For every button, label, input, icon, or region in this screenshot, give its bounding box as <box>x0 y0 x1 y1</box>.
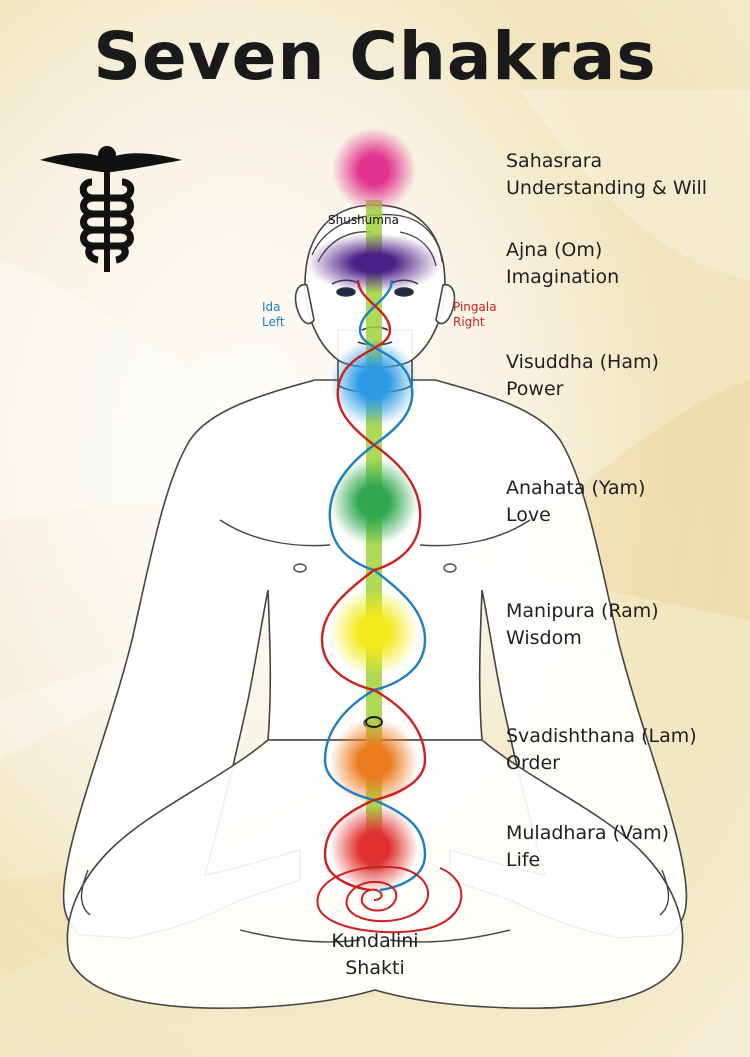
ida-side-text: Left <box>262 315 285 329</box>
kundalini-text: Kundalini <box>331 930 419 952</box>
chakra-meaning: Imagination <box>506 266 620 288</box>
chakra-meaning: Order <box>506 752 560 774</box>
chakra-svadishthana <box>330 718 418 806</box>
chakra-name: Sahasrara <box>506 150 603 172</box>
pingala-text: Pingala <box>453 300 497 314</box>
chakra-meaning: Power <box>506 378 564 400</box>
chakra-label-svadishthana: Svadishthana (Lam) Order <box>506 723 697 777</box>
ida-label: Ida Left <box>262 300 285 330</box>
chakra-label-muladhara: Muladhara (Vam) Life <box>506 820 669 874</box>
ida-channel <box>323 279 427 892</box>
chakra-meaning: Wisdom <box>506 627 582 649</box>
chakra-label-manipura: Manipura (Ram) Wisdom <box>506 598 659 652</box>
chakra-meaning: Understanding & Will <box>506 177 708 199</box>
chakra-manipura <box>330 588 418 676</box>
chakra-name: Svadishthana (Lam) <box>506 725 697 747</box>
chakra-label-visuddha: Visuddha (Ham) Power <box>506 349 659 403</box>
caduceus-icon <box>40 146 182 272</box>
chakra-name: Ajna (Om) <box>506 239 603 261</box>
chakra-sahasrara <box>332 128 416 212</box>
chakra-name: Anahata (Yam) <box>506 477 646 499</box>
body-details <box>80 519 670 943</box>
sushumna-label: Shushumna <box>328 213 399 228</box>
sacral-oval <box>365 716 383 728</box>
chakra-meaning: Love <box>506 504 551 526</box>
chakra-label-ajna: Ajna (Om) Imagination <box>506 237 619 291</box>
chakra-anahata <box>330 458 418 546</box>
kundalini-label: Kundalini Shakti <box>320 928 430 982</box>
ida-text: Ida <box>262 300 281 314</box>
sushumna-text: Shushumna <box>328 213 399 227</box>
chakra-label-anahata: Anahata (Yam) Love <box>506 475 645 529</box>
chakra-meaning: Life <box>506 849 541 871</box>
chakra-ajna <box>306 233 442 293</box>
pingala-side-text: Right <box>453 315 485 329</box>
pingala-channel <box>320 279 427 892</box>
shakti-text: Shakti <box>345 957 405 979</box>
chakra-label-sahasrara: Sahasrara Understanding & Will <box>506 148 707 202</box>
chakra-name: Visuddha (Ham) <box>506 351 659 373</box>
kundalini-spiral <box>316 865 463 934</box>
chakra-name: Manipura (Ram) <box>506 600 659 622</box>
page-title: Seven Chakras <box>93 18 657 95</box>
chakra-name: Muladhara (Vam) <box>506 822 670 844</box>
pingala-label: Pingala Right <box>453 300 497 330</box>
